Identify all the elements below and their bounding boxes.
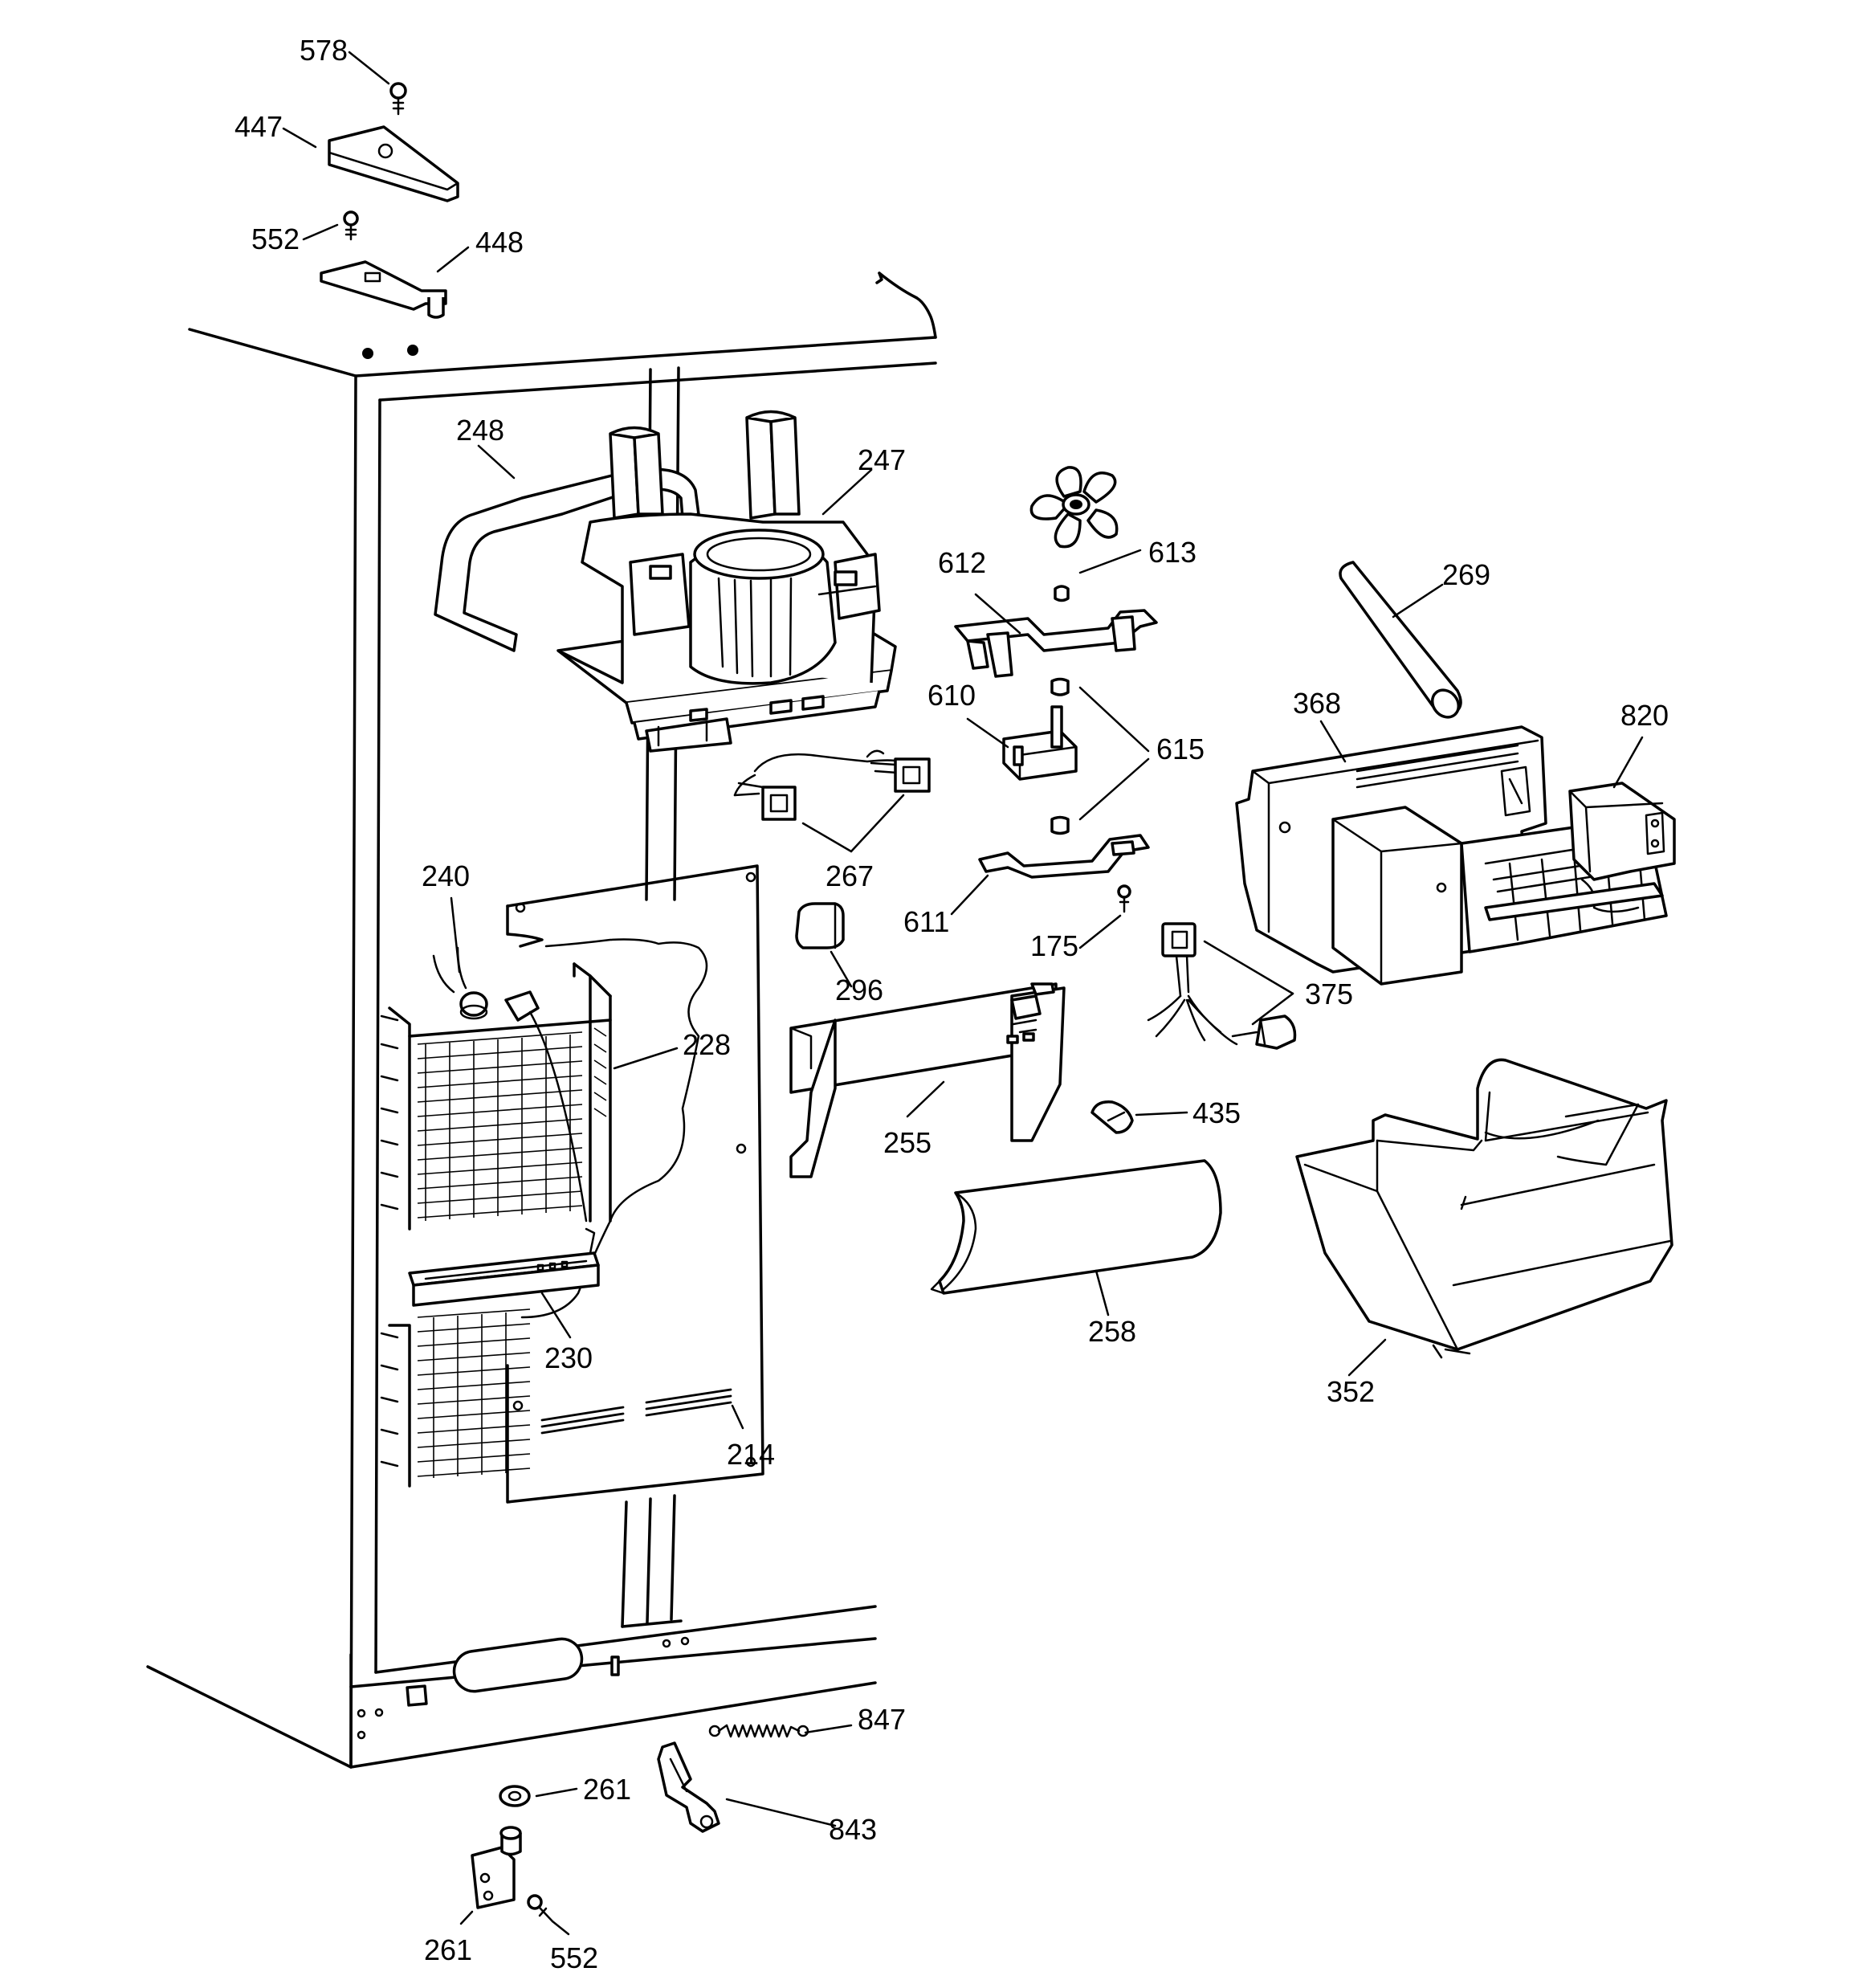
screw-175 <box>1117 884 1131 913</box>
callout-269: 269 <box>1442 558 1490 591</box>
defrost-thermostat-240 <box>432 946 588 1223</box>
lever-843 <box>657 1741 720 1833</box>
water-valve-harness-375 <box>1147 922 1297 1050</box>
relay-296 <box>795 902 845 949</box>
fill-tube-269 <box>1339 561 1462 719</box>
callout-613: 613 <box>1148 536 1196 569</box>
fan-blade-613 <box>1029 466 1119 602</box>
callout-261-washer: 261 <box>583 1773 631 1806</box>
callout-261-hinge: 261 <box>424 1933 472 1966</box>
fan-housing-247 <box>556 410 897 753</box>
callout-240: 240 <box>422 859 470 892</box>
callout-552-bottom: 552 <box>550 1941 598 1974</box>
callout-352: 352 <box>1327 1375 1375 1408</box>
callout-578: 578 <box>300 34 348 67</box>
callout-255: 255 <box>883 1126 932 1159</box>
callout-612: 612 <box>938 546 986 579</box>
fan-motor-610 <box>1002 677 1078 835</box>
top-hinge-448 <box>320 260 447 319</box>
hinge-screw-552-bottom <box>527 1894 554 1923</box>
defrost-heater-230 <box>408 1227 600 1307</box>
clip-435 <box>1090 1100 1134 1134</box>
callout-820: 820 <box>1620 699 1669 732</box>
callout-552-top: 552 <box>251 222 300 255</box>
wire-harness-267 <box>733 749 931 821</box>
callout-611: 611 <box>903 905 949 938</box>
water-tube-248 <box>434 467 700 652</box>
callout-610: 610 <box>927 679 976 712</box>
callout-447: 447 <box>234 110 283 143</box>
evaporator-cover-214 <box>506 864 764 1504</box>
callout-214: 214 <box>727 1438 775 1471</box>
ice-maker-module-820 <box>1568 782 1676 881</box>
washer-261 <box>499 1785 531 1807</box>
hinge-screw-578 <box>389 82 407 116</box>
ice-chute-door-258 <box>930 1159 1222 1295</box>
callout-296: 296 <box>835 974 883 1006</box>
callout-247: 247 <box>858 443 906 476</box>
ice-bucket-352 <box>1295 1058 1673 1359</box>
callout-175: 175 <box>1030 929 1078 962</box>
bottom-hinge-261 <box>471 1826 522 1909</box>
callout-843: 843 <box>829 1813 877 1846</box>
hinge-cover-447 <box>328 125 459 202</box>
callout-368: 368 <box>1293 687 1341 720</box>
callout-267: 267 <box>826 859 874 892</box>
callout-228: 228 <box>683 1028 731 1061</box>
callout-615: 615 <box>1156 733 1205 765</box>
spring-847 <box>708 1724 809 1738</box>
callout-847: 847 <box>858 1703 906 1736</box>
evaporator-228 <box>380 962 612 1488</box>
callout-435: 435 <box>1192 1096 1241 1129</box>
hinge-screw-552-top <box>343 210 359 241</box>
callout-labels: 578 447 552 448 248 247 613 612 269 610 … <box>234 34 1669 1974</box>
fan-bracket-611 <box>978 834 1150 879</box>
callout-230: 230 <box>544 1341 593 1374</box>
callout-448: 448 <box>475 226 524 259</box>
leader-lines <box>282 51 1644 1936</box>
callout-375: 375 <box>1305 978 1353 1010</box>
ice-bucket-support-255 <box>789 982 1066 1178</box>
callout-248: 248 <box>456 414 504 447</box>
callout-258: 258 <box>1088 1315 1136 1348</box>
fan-bracket-612 <box>954 609 1158 678</box>
